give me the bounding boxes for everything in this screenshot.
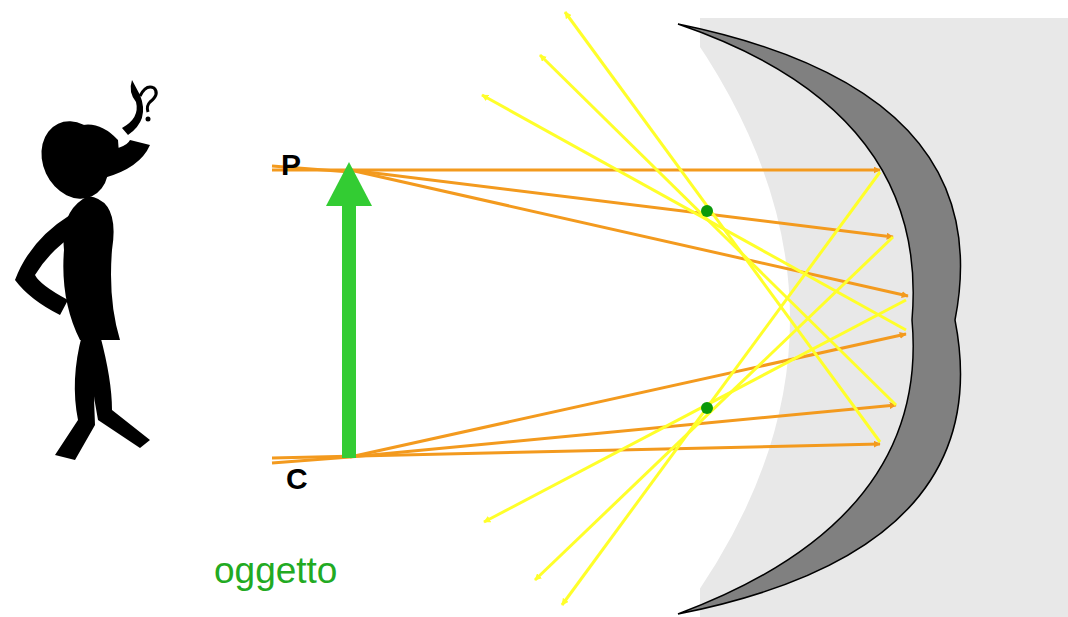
question-mark-symbol	[140, 87, 156, 112]
object-arrow	[326, 162, 372, 458]
thinking-person	[15, 80, 150, 460]
image-point	[701, 402, 713, 414]
point-label: P	[281, 150, 301, 180]
question-mark-symbol	[146, 117, 151, 122]
object-label: oggetto	[214, 552, 337, 589]
reflected-rays	[482, 12, 906, 605]
image-point	[701, 205, 713, 217]
concave-mirror	[678, 24, 961, 614]
point-label: C	[286, 464, 308, 494]
